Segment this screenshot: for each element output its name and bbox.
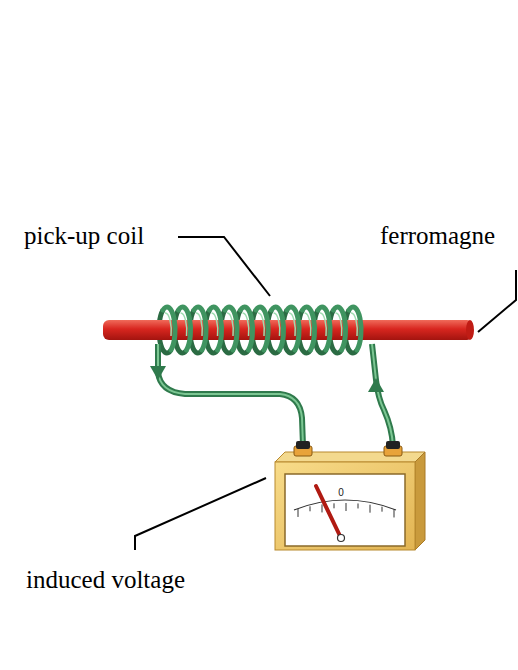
- terminal-cap: [296, 441, 310, 449]
- meter-needle: [316, 486, 341, 538]
- coil-winding: [163, 307, 175, 350]
- part-label: ferromagne: [380, 222, 495, 250]
- scale-tick: [298, 509, 299, 517]
- coil-highlight: [181, 313, 187, 336]
- scale-tick: [394, 509, 395, 517]
- leader-line: [478, 270, 516, 332]
- wire-highlight: [372, 344, 393, 446]
- coil-winding: [179, 307, 191, 350]
- leader-line: [178, 237, 270, 296]
- scale-tick: [382, 507, 383, 512]
- scale-number: 0: [338, 487, 344, 498]
- coil-winding: [349, 307, 361, 350]
- coil-highlight: [320, 313, 326, 336]
- coil-winding: [225, 307, 237, 350]
- meter-side: [415, 452, 425, 550]
- meter-box: [275, 462, 415, 550]
- needle-pivot: [338, 535, 345, 542]
- scale-tick: [370, 505, 371, 513]
- wire: [372, 344, 393, 446]
- coil-front: [163, 307, 361, 350]
- coil-winding: [303, 307, 315, 350]
- wire-highlight: [158, 344, 303, 446]
- coil-highlight: [243, 313, 249, 336]
- meter-scale: [294, 500, 396, 510]
- coil-highlight: [227, 313, 233, 336]
- meter-dial: [285, 474, 405, 546]
- coil-highlight: [212, 313, 218, 336]
- coil-highlight: [196, 313, 202, 336]
- coil-winding: [194, 307, 206, 350]
- scale-tick: [346, 503, 347, 511]
- scale-tick: [358, 503, 359, 508]
- wire: [158, 344, 303, 446]
- coil-highlight: [165, 313, 171, 336]
- ferromagnetic-rod: [103, 320, 473, 340]
- coil-highlight: [258, 313, 264, 336]
- scale-tick: [322, 504, 323, 512]
- coil-winding: [318, 307, 330, 350]
- part-label: induced voltage: [26, 566, 185, 594]
- rod-end: [466, 320, 474, 340]
- current-arrow: [368, 378, 384, 392]
- coil-winding: [210, 307, 222, 350]
- scale-ticks: [298, 503, 394, 517]
- coil-winding: [256, 307, 268, 350]
- coil-winding: [287, 307, 299, 350]
- coil-highlight: [289, 313, 295, 336]
- coil-highlight: [305, 313, 311, 336]
- coil-highlight: [351, 313, 357, 336]
- coil-winding: [241, 307, 253, 350]
- coil-winding: [272, 307, 284, 350]
- coil-highlight: [336, 313, 342, 336]
- scale-tick: [310, 506, 311, 511]
- terminal-cap: [386, 441, 400, 449]
- scale-tick: [334, 503, 335, 508]
- part-label: pick-up coil: [24, 222, 144, 250]
- current-arrow: [150, 366, 166, 380]
- coil-winding: [334, 307, 346, 350]
- leader-line: [135, 478, 266, 550]
- coil-highlight: [274, 313, 280, 336]
